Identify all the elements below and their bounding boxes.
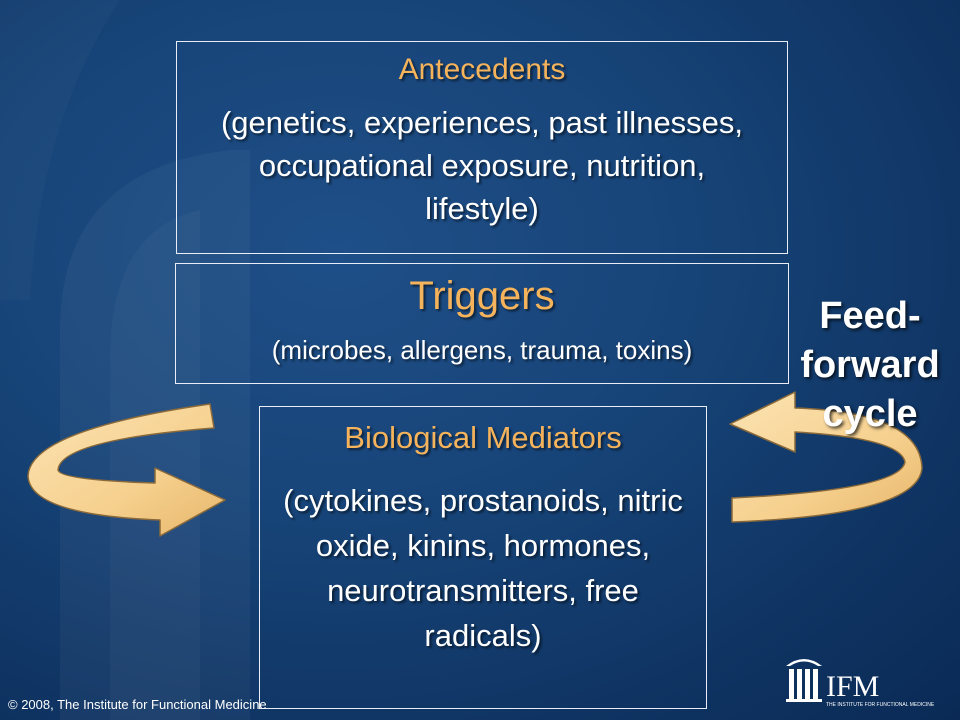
antecedents-title: Antecedents xyxy=(398,53,566,86)
left-arrow-icon xyxy=(27,403,226,537)
mediators-title: Biological Mediators xyxy=(344,420,622,455)
logo-text: IFM xyxy=(826,670,879,703)
antecedents-detail: (genetics, experiences, past illnesses, … xyxy=(220,105,744,226)
feed-forward-cycle-label: Feed- forward cycle xyxy=(800,295,940,435)
copyright-text: © 2008, The Institute for Functional Med… xyxy=(8,697,267,712)
antecedents-box: Antecedents (genetics, experiences, past… xyxy=(176,41,788,254)
mediators-detail: (cytokines, prostanoids, nitric oxide, k… xyxy=(283,483,683,653)
triggers-title: Triggers xyxy=(409,274,555,318)
triggers-detail: (microbes, allergens, trauma, toxins) xyxy=(271,335,693,365)
right-arrow-icon xyxy=(729,391,923,523)
mediators-box: Biological Mediators (cytokines, prostan… xyxy=(259,406,707,709)
ifm-logo: IFM THE INSTITUTE FOR FUNCTIONAL MEDICIN… xyxy=(786,659,935,708)
logo-subtitle: THE INSTITUTE FOR FUNCTIONAL MEDICINE xyxy=(826,702,935,708)
triggers-box: Triggers (microbes, allergens, trauma, t… xyxy=(175,263,789,384)
column-building-icon xyxy=(786,659,822,702)
